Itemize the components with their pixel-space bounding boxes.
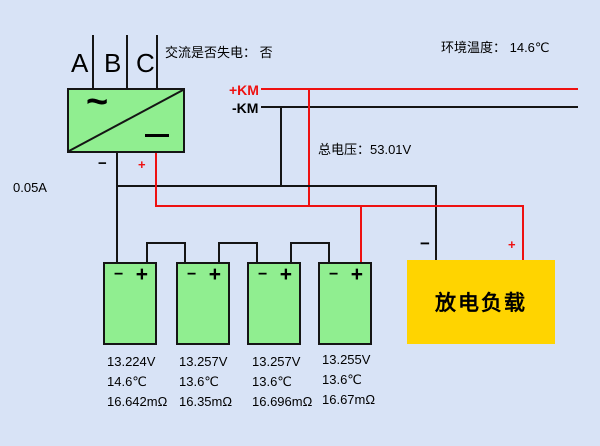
battery4-positive-drop-wire (360, 205, 362, 262)
battery1-resistance: 16.642mΩ (107, 394, 168, 409)
km-minus-bus-wire (261, 106, 578, 108)
dc-bar-icon (145, 134, 169, 137)
rectifier-box: ~ (67, 81, 185, 153)
battery1-readings: 13.224V 14.6℃ 16.642mΩ (107, 352, 167, 412)
bridge1-left-wire (146, 242, 148, 262)
battery2-minus-terminal: − (187, 266, 197, 283)
phase-c-label: C (136, 48, 155, 78)
bridge3-wire (290, 242, 330, 244)
km-plus-bus-wire (261, 88, 578, 90)
ac-status-text: 交流是否失电： 否 (165, 45, 273, 60)
battery4-resistance: 16.67mΩ (322, 392, 376, 407)
phase-b-wire (126, 35, 128, 88)
battery2-resistance: 16.35mΩ (179, 394, 233, 409)
ac-wave-icon: ~ (86, 81, 108, 123)
battery4-minus-terminal: − (329, 266, 339, 283)
load-plus-label: + (508, 237, 516, 252)
battery3-temp: 13.6℃ (252, 374, 292, 389)
km-plus-drop-wire (308, 88, 310, 207)
bridge2-left-wire (218, 242, 220, 262)
discharge-load-box: 放电负载 (407, 260, 555, 344)
load-minus-label: − (420, 234, 430, 253)
battery-cell-3: − + (247, 262, 301, 345)
battery3-readings: 13.257V 13.6℃ 16.696mΩ (252, 352, 312, 412)
battery1-plus-terminal: + (135, 263, 148, 286)
battery3-plus-terminal: + (279, 263, 292, 286)
battery3-minus-terminal: − (258, 266, 268, 283)
bridge3-right-wire (328, 242, 330, 262)
bridge1-wire (146, 242, 186, 244)
battery2-readings: 13.257V 13.6℃ 16.35mΩ (179, 352, 232, 412)
battery1-minus-terminal: − (114, 266, 124, 283)
battery2-temp: 13.6℃ (179, 374, 219, 389)
battery-cell-4: − + (318, 262, 372, 345)
phase-b-label: B (104, 48, 122, 78)
bridge1-right-wire (184, 242, 186, 262)
total-voltage-text: 总电压：53.01V (318, 142, 412, 157)
bridge2-wire (218, 242, 258, 244)
battery4-temp: 13.6℃ (322, 372, 362, 387)
rectifier-diagonal-icon (69, 90, 183, 151)
rectifier-positive-wire (155, 153, 157, 207)
km-minus-drop-wire (280, 106, 282, 187)
bridge3-left-wire (290, 242, 292, 262)
battery4-readings: 13.255V 13.6℃ 16.67mΩ (322, 350, 375, 410)
ambient-temp-text: 环境温度： 14.6℃ (441, 40, 550, 55)
discharge-load-label: 放电负载 (435, 292, 527, 315)
battery3-resistance: 16.696mΩ (252, 394, 313, 409)
battery-cell-1: − + (103, 262, 157, 345)
battery3-voltage: 13.257V (252, 354, 301, 369)
charger-current-text: 0.05A (13, 180, 47, 195)
rectifier-minus-label: − (98, 155, 107, 172)
km-plus-label: +KM (229, 82, 259, 98)
phase-c-wire (156, 35, 158, 88)
negative-bus-wire (116, 185, 437, 187)
battery2-plus-terminal: + (208, 263, 221, 286)
rectifier-negative-wire (116, 153, 118, 262)
km-minus-label: -KM (232, 100, 259, 116)
battery1-temp: 14.6℃ (107, 374, 147, 389)
positive-bus-wire (155, 205, 524, 207)
battery-cell-2: − + (176, 262, 230, 345)
phase-a-label: A (71, 48, 89, 78)
phase-a-wire (92, 35, 94, 88)
battery1-voltage: 13.224V (107, 354, 156, 369)
battery2-voltage: 13.257V (179, 354, 228, 369)
bridge2-right-wire (256, 242, 258, 262)
rectifier-plus-label: + (138, 157, 146, 172)
load-positive-drop-wire (522, 205, 524, 260)
battery4-voltage: 13.255V (322, 352, 371, 367)
battery4-plus-terminal: + (350, 263, 363, 286)
load-negative-drop-wire (435, 185, 437, 260)
